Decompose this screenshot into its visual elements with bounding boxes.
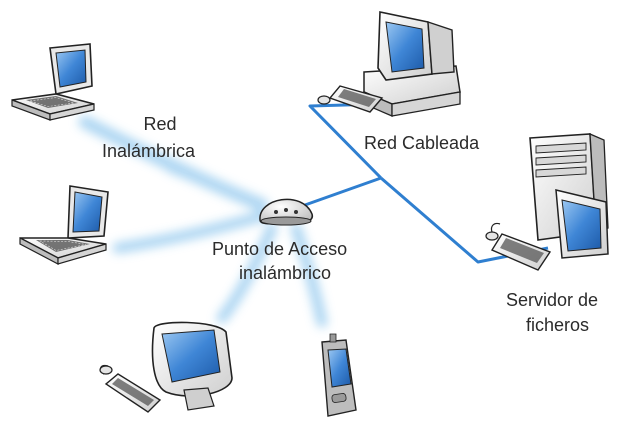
access-point-icon <box>259 198 314 226</box>
desktop-computer-icon <box>317 11 461 117</box>
label-wireless-network-line2: Inalámbrica <box>102 141 196 161</box>
imac-icon <box>99 321 233 413</box>
wireless-link-label <box>165 163 267 213</box>
wireless-links <box>78 115 328 328</box>
label-access-point-line1: Punto de Acceso <box>212 239 348 259</box>
label-wireless-network-line1: Red <box>143 114 177 134</box>
wireless-link-imac <box>216 222 278 324</box>
laptop-icon <box>19 185 109 265</box>
label-wired-network: Red Cableada <box>364 133 480 153</box>
label-file-server-line2: ficheros <box>526 315 590 335</box>
wireless-link-laptop-left <box>112 210 268 254</box>
server-icon <box>485 132 609 271</box>
laptop-icon <box>11 43 95 121</box>
wireless-link-pda <box>290 222 328 328</box>
pda-icon <box>321 333 357 417</box>
label-file-server-line1: Servidor de <box>506 290 599 310</box>
cable-access-point <box>304 176 382 207</box>
label-access-point-line2: inalámbrico <box>239 263 332 283</box>
